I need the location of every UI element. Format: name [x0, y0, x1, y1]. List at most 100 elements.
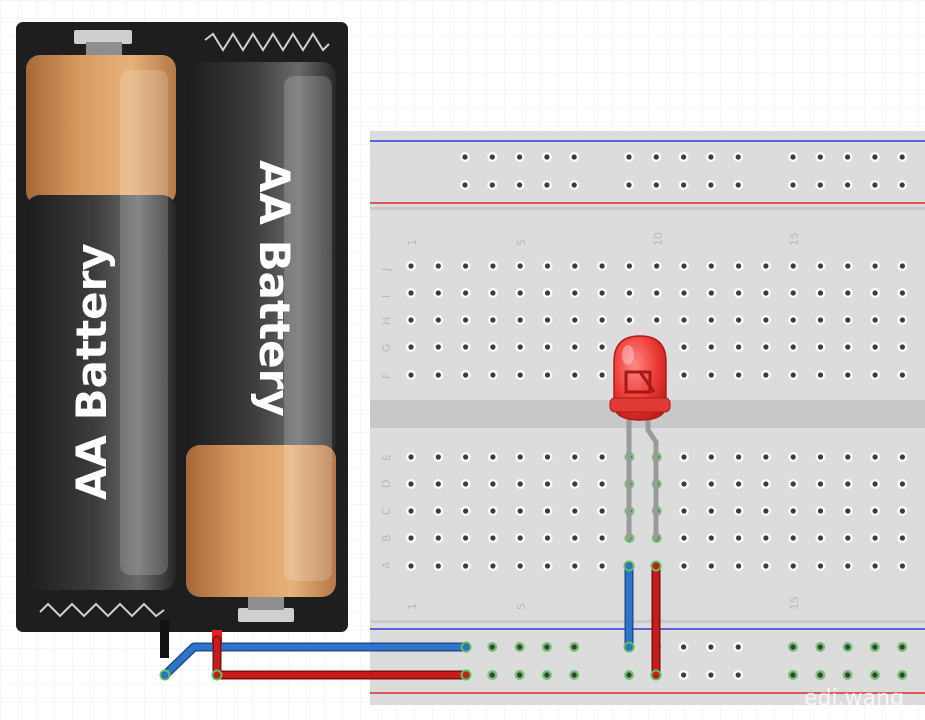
breadboard-hole-center	[735, 182, 741, 188]
breadboard-hole-center	[790, 563, 796, 569]
breadboard-hole-center	[845, 508, 851, 514]
breadboard-hole-center	[845, 263, 851, 269]
wire-endpoints	[159, 560, 662, 681]
row-letter-label: F	[380, 373, 393, 379]
breadboard-hole-center	[708, 290, 714, 296]
holder-spring-bottom	[39, 602, 165, 618]
breadboard-hole-center	[599, 263, 605, 269]
wire-core	[162, 644, 469, 678]
row-letters: J I H G F E D C B A	[380, 268, 393, 569]
breadboard-hole-center	[845, 644, 851, 650]
breadboard-hole-center	[463, 317, 469, 323]
breadboard-hole-center	[517, 182, 523, 188]
breadboard-hole-center	[544, 372, 551, 378]
breadboard-hole-center	[490, 372, 496, 378]
row-letter-label: B	[380, 534, 393, 542]
breadboard-hole-center	[681, 263, 687, 269]
breadboard-hole-center	[708, 672, 714, 678]
battery-label: AA Battery	[67, 243, 116, 500]
breadboard-hole-center	[708, 317, 714, 323]
breadboard-hole-center	[681, 154, 687, 160]
breadboard-hole-center	[572, 317, 578, 323]
breadboard-hole-center	[708, 508, 714, 514]
breadboard-hole-center	[681, 644, 687, 650]
breadboard-hole-center	[408, 344, 414, 350]
breadboard-hole-center	[845, 154, 851, 160]
led-post	[638, 371, 656, 393]
breadboard-hole-center	[490, 508, 496, 514]
breadboard-hole-center	[544, 644, 550, 650]
breadboard-hole-center	[571, 672, 577, 678]
battery-label: AA Battery	[250, 160, 299, 417]
breadboard-hole-center	[544, 344, 551, 350]
breadboard-hole-center	[790, 481, 796, 487]
breadboard-hole-center	[899, 454, 906, 460]
breadboard-hole-center	[626, 182, 632, 188]
breadboard-hole-center	[489, 672, 495, 678]
breadboard-hole-center	[408, 454, 414, 460]
breadboard-hole-center	[790, 508, 796, 514]
breadboard-hole-center	[899, 508, 906, 514]
breadboard-hole-center	[763, 290, 769, 296]
breadboard-hole-center	[790, 263, 796, 269]
breadboard-hole-center	[490, 535, 496, 541]
breadboard-hole-center	[681, 372, 687, 378]
breadboard-hole-center	[517, 344, 523, 350]
top-rail-divider	[370, 207, 925, 210]
breadboard-hole-center	[872, 182, 878, 188]
pack-lead-negative	[160, 620, 169, 658]
breadboard-hole-center	[408, 563, 414, 569]
breadboard-hole-center	[681, 563, 687, 569]
breadboard-hole-center	[435, 535, 441, 541]
breadboard-hole-center	[899, 263, 906, 269]
breadboard-hole-center	[735, 154, 741, 160]
battery-cell-left: AA Battery	[26, 42, 176, 590]
breadboard-hole-center	[544, 182, 550, 188]
breadboard-hole-center	[544, 563, 551, 569]
breadboard-hole-center	[736, 317, 742, 323]
breadboard-hole-center	[872, 317, 878, 323]
breadboard-hole-center	[817, 154, 823, 160]
breadboard-holes	[406, 152, 908, 680]
breadboard-hole-center	[845, 481, 851, 487]
breadboard-hole-center	[435, 508, 441, 514]
breadboard-hole-center	[736, 508, 742, 514]
breadboard-hole-center	[599, 290, 605, 296]
breadboard-hole-center	[817, 563, 824, 569]
breadboard-hole-center	[736, 372, 742, 378]
breadboard-hole-center	[489, 644, 495, 650]
holder-contact-top	[74, 30, 132, 44]
row-letter-label: G	[380, 343, 393, 352]
breadboard-hole-center	[571, 154, 577, 160]
breadboard-hole-center	[763, 481, 769, 487]
red-led[interactable]	[609, 335, 671, 540]
breadboard-hole-center	[599, 508, 605, 514]
breadboard-hole-center	[517, 372, 523, 378]
battery-wrap-black	[186, 62, 336, 457]
breadboard-hole-center	[872, 344, 878, 350]
breadboard-hole-center	[517, 535, 523, 541]
breadboard-hole-center	[572, 344, 578, 350]
breadboard-hole-center	[408, 290, 414, 296]
breadboard-hole-center	[899, 563, 906, 569]
breadboard-hole-center	[708, 154, 714, 160]
breadboard-hole-center	[544, 454, 551, 460]
battery-terminal	[86, 42, 122, 58]
battery-pack: AA Battery AA Battery	[16, 22, 348, 658]
breadboard-hole-center	[463, 372, 469, 378]
breadboard-hole-center	[681, 344, 687, 350]
watermark: edi.wang	[804, 686, 904, 711]
breadboard-hole-center	[572, 535, 578, 541]
breadboard-hole-center	[872, 481, 878, 487]
breadboard-hole-center	[899, 317, 906, 323]
wire-positive[interactable]	[212, 561, 661, 680]
breadboard-hole-center	[872, 644, 878, 650]
breadboard-hole-center	[736, 290, 742, 296]
row-letter-label: I	[380, 295, 393, 298]
breadboard-hole-center	[763, 344, 769, 350]
breadboard-hole-center	[653, 182, 659, 188]
breadboard-hole-center	[708, 344, 714, 350]
column-number-label: 5	[515, 239, 528, 246]
wire-negative[interactable]	[160, 561, 634, 680]
